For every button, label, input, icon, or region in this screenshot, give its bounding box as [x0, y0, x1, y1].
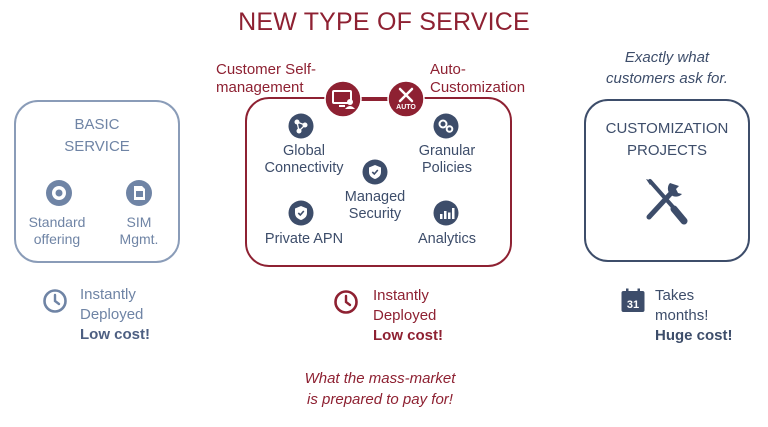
monitor-user-icon — [324, 80, 362, 118]
shield-icon — [362, 159, 388, 185]
sim-mgmt-label: SIM Mgmt. — [119, 214, 159, 247]
connector-line — [350, 98, 410, 101]
clock-icon — [333, 289, 359, 315]
wrench-screwdriver-icon — [640, 175, 692, 225]
standard-offering-label: Standard offering — [28, 214, 86, 247]
analytics-icon — [433, 200, 459, 226]
customization-projects-title: CUSTOMIZATION PROJECTS — [605, 120, 729, 159]
sim-card-icon — [125, 179, 153, 207]
analytics-label: Analytics — [417, 231, 477, 247]
custom-tagline: Exactly what customers ask for. — [606, 49, 728, 87]
private-shield-icon — [288, 200, 314, 226]
managed-security-label: Managed Security — [344, 189, 406, 222]
page-title: NEW TYPE OF SERVICE — [238, 8, 530, 36]
basic-service-box — [14, 100, 180, 263]
auto-badge: AUTO — [396, 104, 416, 111]
global-connectivity-label: Global Connectivity — [264, 143, 344, 176]
basic-footer: Instantly Deployed Low cost! — [80, 286, 150, 343]
calendar-icon: 31 — [620, 288, 646, 314]
custom-footer: Takes months! Huge cost! — [655, 287, 733, 344]
clock-icon — [42, 288, 68, 314]
basic-service-title: BASIC SERVICE — [64, 116, 130, 155]
customization-projects-box — [584, 99, 750, 262]
granular-policies-label: Granular Policies — [418, 143, 476, 176]
global-network-icon — [288, 113, 314, 139]
calendar-day: 31 — [627, 299, 639, 311]
mass-market-note: What the mass-market is prepared to pay … — [304, 370, 456, 408]
private-apn-label: Private APN — [264, 231, 344, 247]
new-service-footer: Instantly Deployed Low cost! — [373, 287, 443, 344]
tools-auto-icon: AUTO — [387, 80, 425, 118]
disc-icon — [45, 179, 73, 207]
auto-customization-label: Auto- Customization — [430, 61, 526, 96]
self-management-label: Customer Self- management — [216, 61, 317, 96]
gears-icon — [433, 113, 459, 139]
